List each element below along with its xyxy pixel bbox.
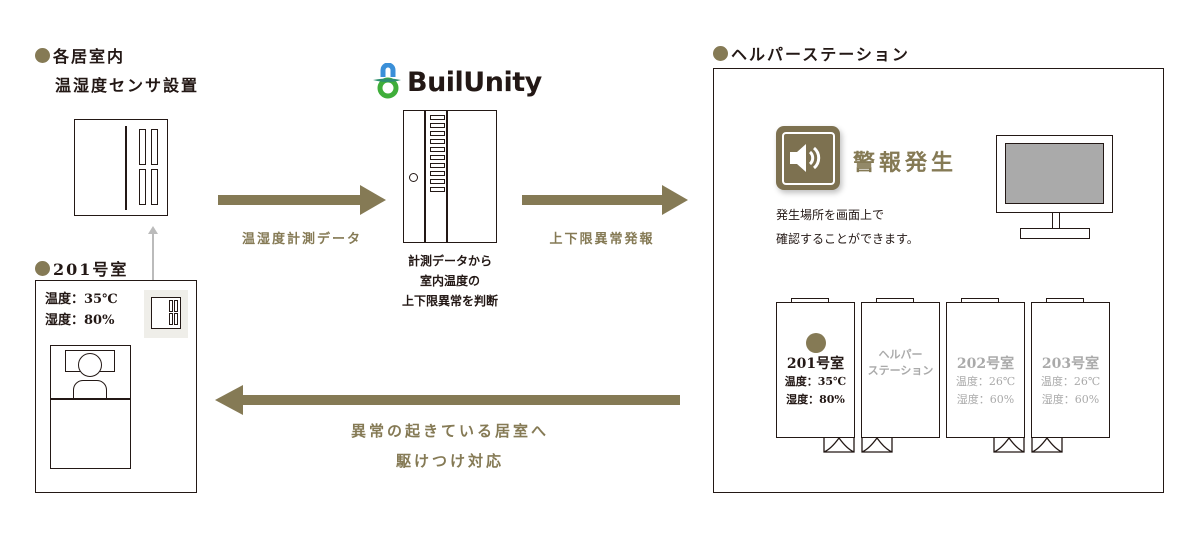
arrow-head-icon xyxy=(360,185,386,215)
vent-slot xyxy=(430,139,445,144)
helper-title-text: ヘルパーステーション xyxy=(731,45,910,64)
vent-slot xyxy=(430,147,445,152)
alert-dot-icon xyxy=(805,333,826,353)
arrow-up-icon xyxy=(148,226,158,234)
return-line: 駆けつけ対応 xyxy=(395,452,504,470)
bullet-icon xyxy=(35,48,50,63)
room-humidity: 湿度：60% xyxy=(1041,393,1100,406)
room-humidity: 湿度：60% xyxy=(956,393,1015,406)
helper-station-title: ヘルパーステーション xyxy=(713,41,910,65)
floor-room: 202号室温度：26℃ 湿度：60% xyxy=(946,298,1025,438)
return-label: 異常の起きている居室へ 駆けつけ対応 xyxy=(300,416,600,476)
return-line: 異常の起きている居室へ xyxy=(350,422,549,440)
room-temp: 温度：35℃ xyxy=(45,292,118,307)
sensor-link-line xyxy=(152,228,154,292)
arrow2-label: 上下限異常発報 xyxy=(549,232,655,247)
bullet-icon xyxy=(35,261,50,276)
caption-line: 室内温度の xyxy=(419,274,480,288)
room-name: ヘルパー xyxy=(878,348,923,361)
server-icon xyxy=(403,110,497,243)
section-title-rooms: 各居室内 xyxy=(35,43,125,67)
data-flow-arrow xyxy=(218,195,362,205)
vent-slot xyxy=(430,187,445,192)
vent-slot xyxy=(430,163,445,168)
logo-text: BuilUnity xyxy=(407,66,542,98)
monitor-icon xyxy=(996,135,1113,239)
desc-line: 確認することができます。 xyxy=(776,232,919,246)
sensor-device-icon xyxy=(74,119,168,216)
vent-slot xyxy=(430,155,445,160)
caption-line: 上下限異常を判断 xyxy=(401,294,498,308)
room-201-title: 201号室 xyxy=(35,256,128,280)
room-name: 203号室 xyxy=(1041,356,1100,372)
speaker-alarm-icon xyxy=(776,126,840,190)
floor-room: 203号室温度：26℃ 湿度：60% xyxy=(1031,298,1110,438)
room-name: 202号室 xyxy=(956,356,1015,372)
desc-line: 発生場所を画面上で xyxy=(776,208,885,222)
room-temp: 温度：35℃ xyxy=(784,375,847,388)
door-icon xyxy=(823,436,855,457)
room-humidity: 湿度：80% xyxy=(786,393,845,406)
arrow-head-icon xyxy=(662,185,688,215)
title-line1: 各居室内 xyxy=(53,47,126,66)
small-sensor-icon xyxy=(144,290,188,338)
vent-slot xyxy=(430,131,445,136)
bullet-icon xyxy=(713,46,728,61)
room-201-box: 温度：35℃ 湿度：80% xyxy=(35,280,197,493)
room-temp: 温度：26℃ xyxy=(1040,375,1101,388)
return-arrow xyxy=(242,395,680,405)
door-icon xyxy=(993,436,1025,457)
room-name-2: ステーション xyxy=(867,364,934,377)
alert-flow-arrow xyxy=(522,195,664,205)
arrow-head-icon xyxy=(215,385,243,415)
arrow1-label: 温湿度計測データ xyxy=(241,232,362,247)
floor-room: 201号室温度：35℃ 湿度：80% xyxy=(776,298,855,438)
vent-slot xyxy=(430,115,445,120)
door-icon xyxy=(861,436,893,457)
section-subtitle: 温湿度センサ設置 xyxy=(55,76,200,95)
alarm-label: 警報発生 xyxy=(853,150,958,176)
room-temp: 温度：26℃ xyxy=(955,375,1016,388)
builunity-logo: BuilUnity xyxy=(373,63,542,101)
bed-icon xyxy=(50,345,131,469)
room-title-text: 201号室 xyxy=(53,260,129,279)
vent-slot xyxy=(430,171,445,176)
vent-slot xyxy=(430,179,445,184)
caption-line: 計測データから xyxy=(407,254,492,268)
room-humidity: 湿度：80% xyxy=(45,313,115,328)
floor-room: ヘルパーステーション xyxy=(861,298,940,438)
server-caption: 計測データから 室内温度の 上下限異常を判断 xyxy=(380,251,520,311)
vent-slot xyxy=(430,123,445,128)
alarm-description: 発生場所を画面上で 確認することができます。 xyxy=(776,203,919,251)
door-icon xyxy=(1031,436,1063,457)
room-name: 201号室 xyxy=(786,356,845,372)
logo-mark-icon xyxy=(373,63,401,99)
